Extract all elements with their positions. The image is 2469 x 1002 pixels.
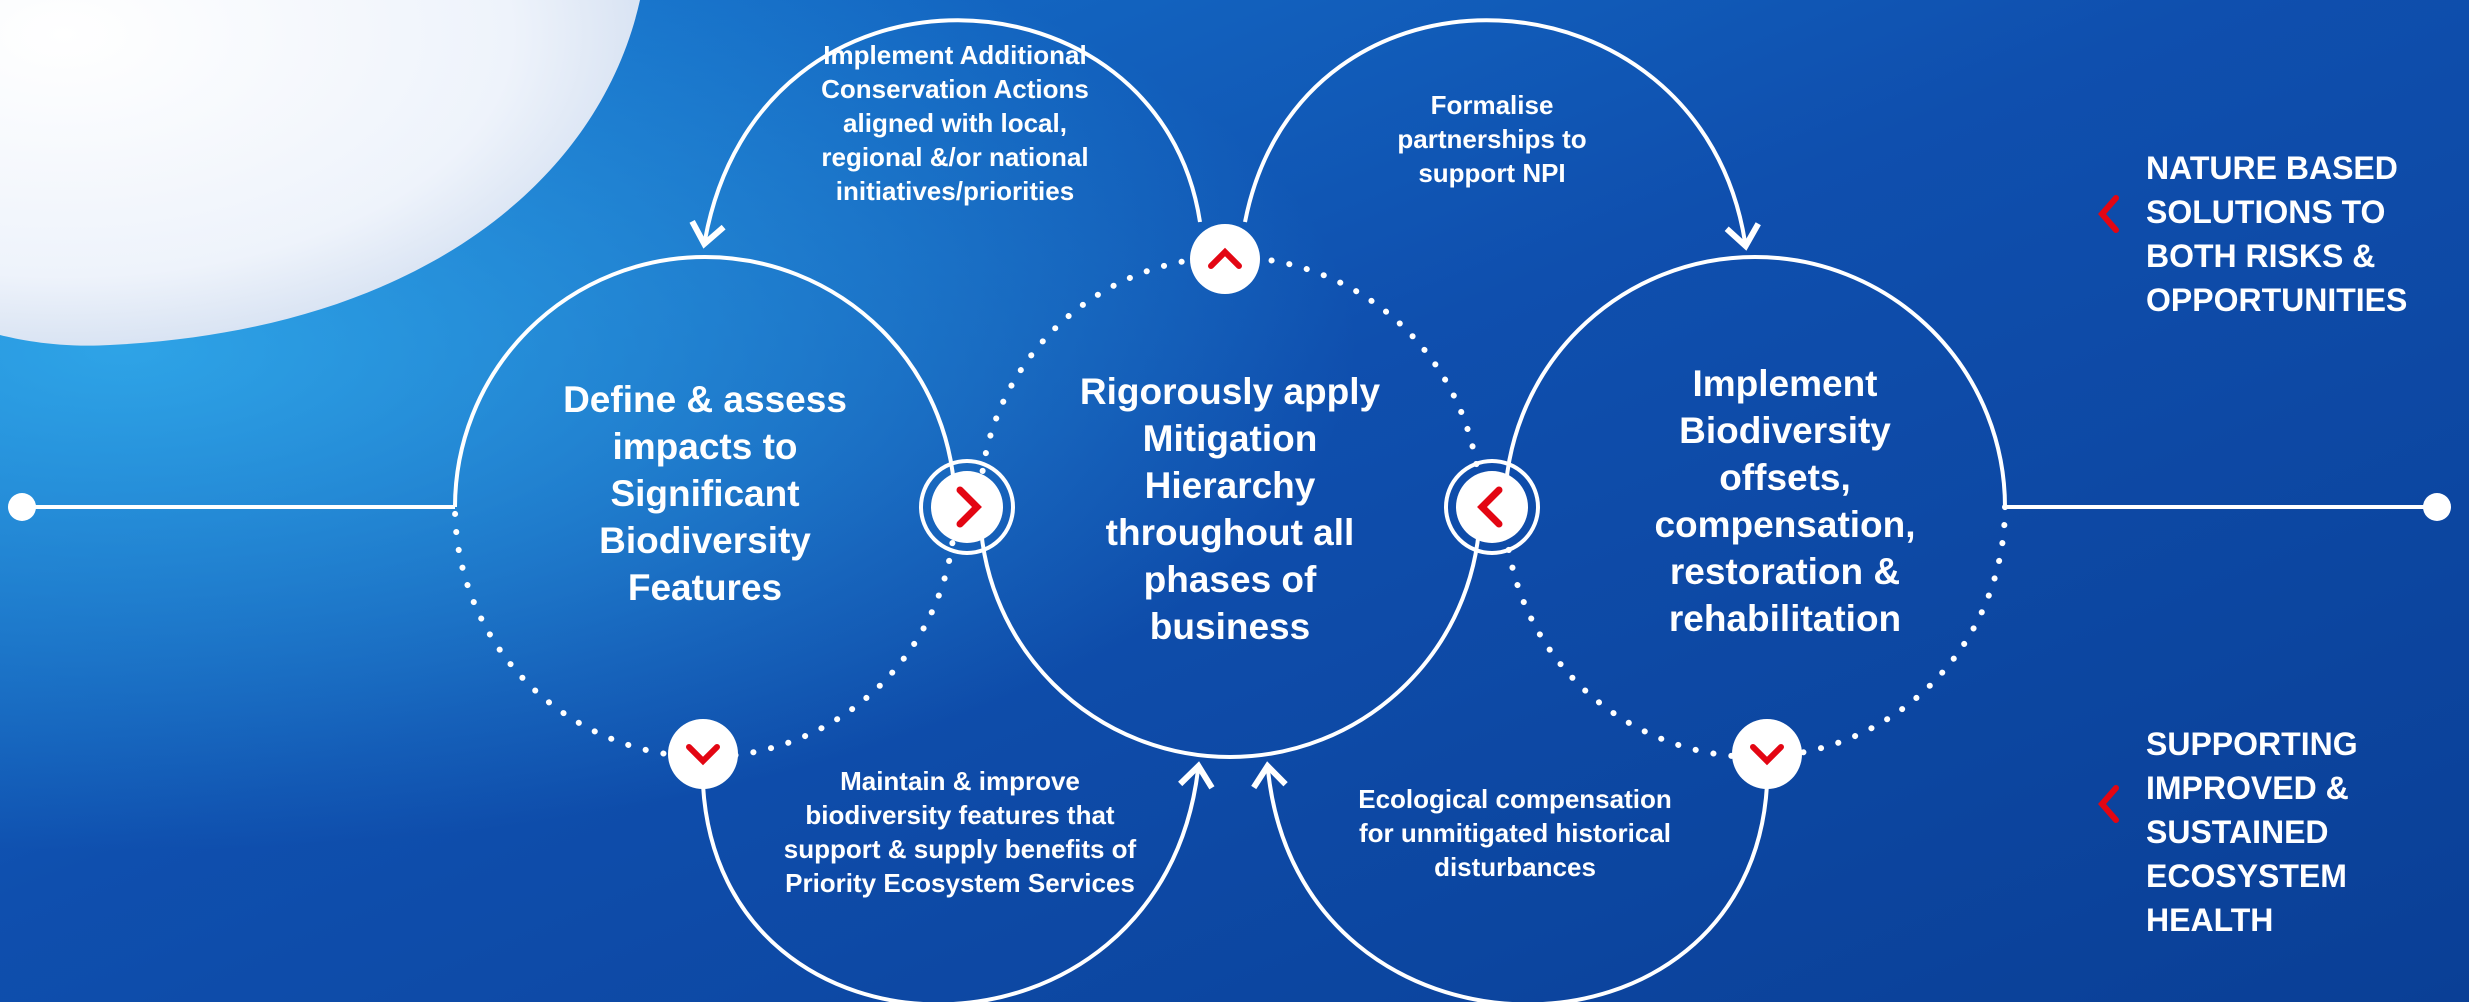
chevron-down-left-icon [668,719,738,789]
node-center-text: Rigorously apply Mitigation Hierarchy th… [1079,371,1381,647]
outcome-top-chevron-icon [2098,195,2119,233]
loop-top-left-text: Implement Additional Conservation Action… [821,40,1089,206]
axis-end-right [2423,493,2451,521]
node-right-text: Implement Biodiversity offsets, compensa… [1654,363,1916,639]
outcome-top-text: NATURE BASED SOLUTIONS TO BOTH RISKS & O… [2146,150,2408,318]
center-circle-bottom-arc [978,506,1482,759]
loop-bottom-right-text: Ecological compensation for unmitigated … [1358,784,1672,882]
left-circle-top-arc [453,255,957,508]
chevron-left-icon [1444,459,1540,555]
chevron-right-icon [919,459,1015,555]
white-swoosh [0,0,640,346]
bottom-right-loop-arrow [1251,761,1769,1002]
node-left-text: Define & assess impacts to Significant B… [563,379,847,608]
top-right-loop-arrow [1243,18,1761,251]
chevron-down-right-icon [1732,719,1802,789]
loop-top-right-text: Formalise partnerships to support NPI [1397,90,1587,188]
chevron-up-icon [1190,224,1260,294]
top-left-loop-arrow [689,18,1202,249]
bottom-left-loop-arrow [701,761,1215,1002]
outcome-bottom-chevron-icon [2098,785,2119,823]
outcome-bottom-text: SUPPORTING IMPROVED & SUSTAINED ECOSYSTE… [2146,726,2358,938]
axis-end-left [8,493,36,521]
loop-bottom-left-text: Maintain & improve biodiversity features… [783,766,1137,898]
right-circle-top-arc [1503,255,2007,508]
